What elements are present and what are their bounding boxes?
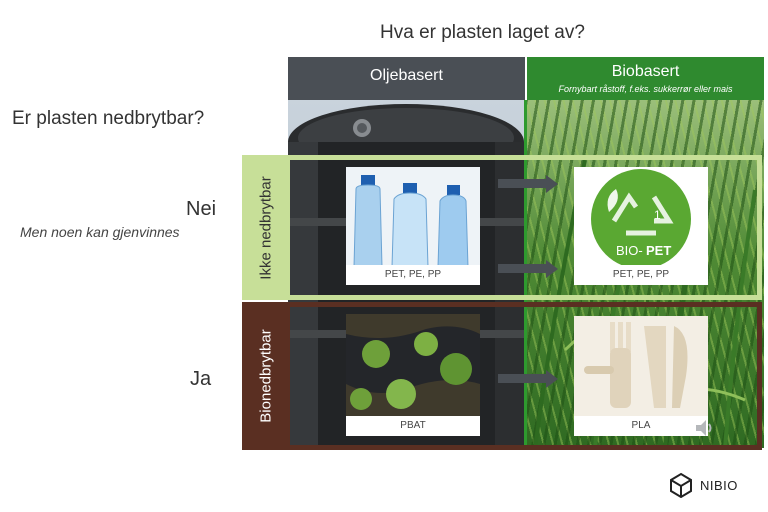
nibio-cube-icon (668, 472, 694, 498)
answer-nei: Nei (186, 198, 216, 221)
row-label-text-biodegradable: Bionedbrytbar (258, 329, 275, 422)
arrow-pet-bar-1 (498, 179, 546, 188)
arrow-pet-head-1 (546, 175, 558, 193)
column-subtitle-bio: Fornybart råstoff, f.eks. sukkerrør elle… (527, 84, 764, 94)
card-caption-pbat: PBAT (346, 416, 480, 436)
column-title-bio: Biobasert (527, 63, 764, 81)
card-caption-biopet: PET, PE, PP (574, 265, 708, 285)
diagram-title: Hva er plasten laget av? (380, 22, 680, 44)
answer-ja: Ja (190, 368, 211, 391)
card-oil-pet: PET, PE, PP (346, 167, 480, 285)
bio-pet-logo-text-a: BIO- (616, 243, 643, 258)
card-caption-pet: PET, PE, PP (346, 265, 480, 285)
bio-pet-logo-icon: 1 BIO- PET (574, 167, 708, 267)
nibio-logo: NIBIO (668, 470, 738, 500)
row-label-biodegradable: Bionedbrytbar (242, 302, 290, 450)
mulch-film-field-icon (346, 314, 480, 416)
column-header-bio: Biobasert Fornybart råstoff, f.eks. sukk… (527, 57, 764, 100)
card-bio-pet: 1 BIO- PET PET, PE, PP (574, 167, 708, 285)
speaker-icon[interactable] (694, 418, 716, 443)
card-bio-pla: PLA (574, 316, 708, 436)
row-question: Er plasten nedbrytbar? (12, 108, 204, 130)
arrow-pet-bar-2 (498, 264, 546, 273)
card-caption-pla: PLA (574, 416, 708, 436)
row-label-not-degradable: Ikke nedbrytbar (242, 155, 290, 300)
card-oil-pbat: PBAT (346, 314, 480, 436)
water-bottles-icon (346, 167, 480, 267)
column-header-oil: Oljebasert (288, 57, 525, 100)
column-title-oil: Oljebasert (288, 67, 525, 85)
nibio-logo-text: NIBIO (700, 478, 738, 493)
arrow-pbat-bar (498, 374, 546, 383)
arrow-pet-head-2 (546, 260, 558, 278)
bio-pet-logo-text-b: PET (646, 243, 671, 258)
row-label-text-not-degradable: Ikke nedbrytbar (258, 176, 275, 279)
bio-pet-number: 1 (654, 208, 661, 222)
arrow-pbat-head (546, 370, 558, 388)
compostable-cutlery-icon (574, 316, 708, 416)
answer-nei-note: Men noen kan gjenvinnes (20, 224, 180, 240)
